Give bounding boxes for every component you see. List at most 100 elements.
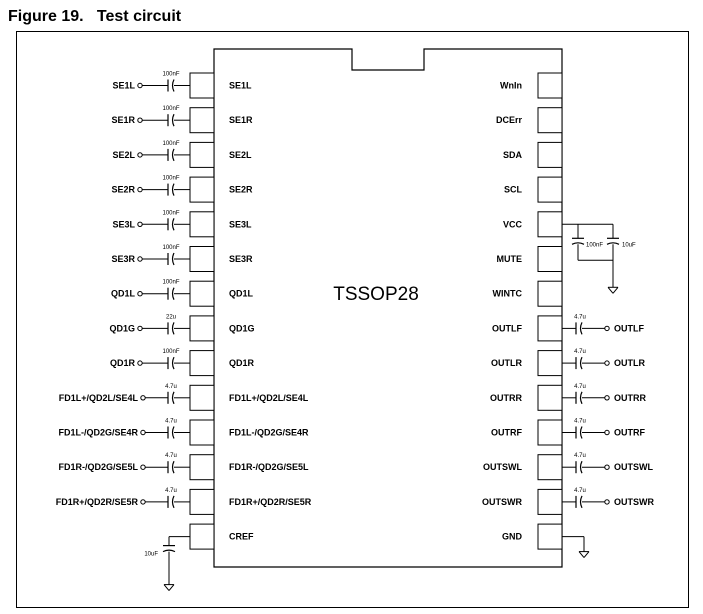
coupling-capacitor (167, 356, 175, 370)
cap-plate-curved (579, 426, 583, 439)
cap-value-label: 22u (166, 314, 176, 320)
coupling-capacitor (167, 252, 175, 266)
right-pin-row: DCErr (496, 107, 563, 134)
output-signal-label: OUTSWR (614, 497, 654, 507)
coupling-capacitor (167, 322, 175, 335)
pin-label: OUTRF (491, 428, 522, 438)
coupling-capacitor (167, 79, 175, 92)
right-pin-row: GND (502, 523, 590, 558)
cap-plate-curved (171, 460, 175, 474)
pin-label: OUTRR (490, 393, 522, 403)
pin-box (189, 176, 215, 203)
pin-box (537, 384, 563, 411)
cap-plate-curved (162, 549, 176, 553)
input-terminal (140, 395, 146, 401)
input-terminal (137, 325, 143, 332)
pin-label: FD1R+/QD2R/SE5R (229, 497, 312, 507)
pin-box (537, 523, 563, 550)
figure-frame (16, 31, 689, 608)
input-signal-label: FD1R+/QD2R/SE5R (56, 497, 139, 507)
cap-plate-curved (171, 495, 175, 509)
input-terminal (140, 464, 146, 470)
output-signal-label: OUTSWL (614, 462, 653, 472)
cap-value-label: 4.7u (574, 314, 586, 320)
ground-edge (612, 286, 619, 294)
input-terminal (137, 152, 143, 158)
right-pin-row: SCL (504, 176, 563, 203)
coupling-capacitor (167, 113, 175, 127)
pin-box (189, 419, 215, 446)
cap-value-label: 4.7u (165, 453, 177, 459)
pin-box (189, 454, 215, 481)
pin-box (189, 280, 215, 307)
coupling-capacitor (167, 495, 175, 509)
pin-box (537, 72, 563, 99)
pin-label: WnIn (500, 81, 522, 91)
figure-title: Figure 19. Test circuit (8, 8, 182, 25)
cap-plate-curved (171, 218, 175, 231)
input-signal-label: SE2R (111, 185, 135, 195)
output-capacitor (575, 391, 583, 405)
pin-label: MUTE (497, 254, 523, 264)
cap-plate-curved (171, 356, 175, 370)
cap-value-label: 10uF (622, 242, 636, 248)
input-signal-label: FD1L-/QD2G/SE4R (58, 428, 138, 438)
pin-box (537, 280, 563, 307)
cap-value-label: 4.7u (574, 419, 586, 425)
pin-box (189, 523, 215, 550)
cap-value-label: 4.7u (165, 384, 177, 390)
coupling-capacitor (167, 426, 175, 439)
cap-plate-curved (571, 242, 585, 245)
input-signal-label: SE1L (112, 81, 135, 91)
cap-value-label: 100nF (162, 349, 179, 355)
cap-value-label: 4.7u (574, 384, 586, 390)
cap-plate-curved (579, 356, 583, 370)
pin-box (537, 211, 563, 238)
cap-value-label: 100nF (162, 176, 179, 182)
cap-plate-curved (579, 322, 583, 335)
cap-plate-curved (579, 495, 583, 509)
cap-value-label: 100nF (162, 245, 179, 251)
cap-value-label: 100nF (162, 141, 179, 147)
pin-box (537, 488, 563, 515)
pin-box (537, 246, 563, 272)
pin-label: CREF (229, 532, 254, 542)
input-terminal (137, 256, 143, 262)
input-terminal (140, 429, 146, 436)
pin-box (189, 384, 215, 411)
output-capacitor (575, 495, 583, 509)
ground-symbol (578, 551, 590, 558)
pin-label: OUTLR (491, 358, 522, 368)
pin-label: WINTC (493, 289, 523, 299)
cap-plate-curved (171, 391, 175, 405)
cref-capacitor (162, 544, 176, 553)
pin-label: OUTSWR (482, 497, 522, 507)
input-signal-label: SE3R (111, 254, 135, 264)
cap-plate-curved (606, 242, 620, 245)
vcc-capacitor-1 (571, 237, 585, 245)
pin-label: FD1R-/QD2G/SE5L (229, 462, 309, 472)
output-capacitor (575, 460, 583, 474)
pin-label: VCC (503, 219, 523, 229)
ground-edge (607, 286, 614, 294)
pin-box (537, 315, 563, 342)
input-signal-label: SE3L (112, 219, 135, 229)
pin-box (537, 176, 563, 203)
pin-box (189, 488, 215, 515)
pin-box (189, 246, 215, 272)
pin-box (189, 315, 215, 342)
input-terminal (137, 221, 143, 228)
pin-label: QD1L (229, 289, 254, 299)
coupling-capacitor (167, 218, 175, 231)
pin-box (537, 141, 563, 168)
